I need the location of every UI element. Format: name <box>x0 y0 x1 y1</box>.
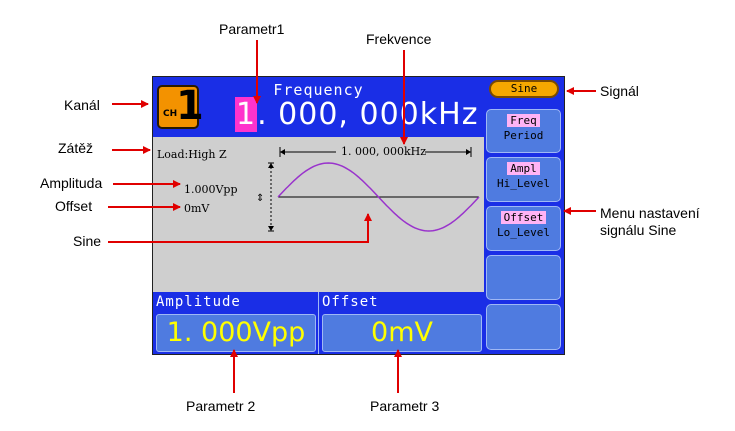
offset-value[interactable]: 0mV <box>322 314 482 352</box>
callout-menu-line1: Menu nastavení <box>600 205 700 221</box>
callout-offset: Offset <box>55 198 93 214</box>
menu-empty-button-1[interactable] <box>486 255 561 300</box>
menu-lolevel-label: Lo_Level <box>497 226 550 239</box>
parameter-header: CH 1 Frequency 1. 000, 000kHz <box>153 77 484 137</box>
callout-parametr1: Parametr1 <box>219 21 285 37</box>
channel-badge[interactable]: CH 1 <box>157 83 204 129</box>
menu-offset-label: Offset <box>500 211 547 224</box>
callout-frekvence: Frekvence <box>366 31 432 47</box>
offset-title: Offset <box>322 294 379 310</box>
menu-empty-button-2[interactable] <box>486 304 561 350</box>
plot-offset: 0mV <box>184 202 210 215</box>
amplitude-value[interactable]: 1. 000Vpp <box>156 314 316 352</box>
load-label: Load:High Z <box>157 148 227 161</box>
frequency-value[interactable]: 1. 000, 000kHz <box>235 97 478 132</box>
menu-ampl-button[interactable]: Ampl Hi_Level <box>486 157 561 202</box>
channel-number: 1 <box>176 83 204 129</box>
callout-parametr3: Parametr 3 <box>370 398 440 414</box>
callout-zatez: Zátěž <box>58 140 94 156</box>
period-arrow-left <box>280 149 285 155</box>
callout-parametr2: Parametr 2 <box>186 398 256 414</box>
sine-wave <box>277 162 480 232</box>
channel-label: CH <box>163 109 178 119</box>
footer-divider <box>318 292 319 354</box>
waveform-graphics: ⇕ <box>256 147 480 232</box>
menu-offset-button[interactable]: Offset Lo_Level <box>486 206 561 251</box>
period-arrow-right <box>466 149 471 155</box>
parameter-footer: Amplitude 1. 000Vpp Offset 0mV <box>153 292 484 354</box>
menu-hilevel-label: Hi_Level <box>497 177 550 190</box>
waveform-plot: Load:High Z 1.000Vpp 0mV 1. 000, 000kHz … <box>153 137 484 292</box>
amplitude-arrow-top <box>268 163 274 168</box>
menu-freq-label: Freq <box>507 114 540 127</box>
offset-marker-icon: ⇕ <box>256 193 264 204</box>
wave-type-button[interactable]: Sine <box>489 80 559 98</box>
softkey-menu: Sine Freq Period Ampl Hi_Level Offset Lo… <box>484 77 564 354</box>
callout-menu-line2: signálu Sine <box>600 222 677 238</box>
arrow-sine <box>108 213 372 243</box>
menu-freq-button[interactable]: Freq Period <box>486 109 561 153</box>
callout-amplituda: Amplituda <box>40 175 103 191</box>
callout-sine: Sine <box>73 233 102 249</box>
amplitude-title: Amplitude <box>156 294 241 310</box>
callout-kanal: Kanál <box>64 97 100 113</box>
menu-period-label: Period <box>503 129 544 142</box>
plot-frequency: 1. 000, 000kHz <box>339 145 429 158</box>
generator-screen: CH 1 Frequency 1. 000, 000kHz Load:High … <box>152 76 565 355</box>
frequency-cursor-digit[interactable]: 1 <box>235 97 258 132</box>
callout-signal: Signál <box>600 83 639 99</box>
amplitude-arrow-bottom <box>268 226 274 231</box>
menu-ampl-label: Ampl <box>507 162 540 175</box>
parameter-title: Frequency <box>273 81 364 99</box>
frequency-value-rest: . 000, 000kHz <box>257 97 479 132</box>
plot-amplitude: 1.000Vpp <box>184 183 238 196</box>
